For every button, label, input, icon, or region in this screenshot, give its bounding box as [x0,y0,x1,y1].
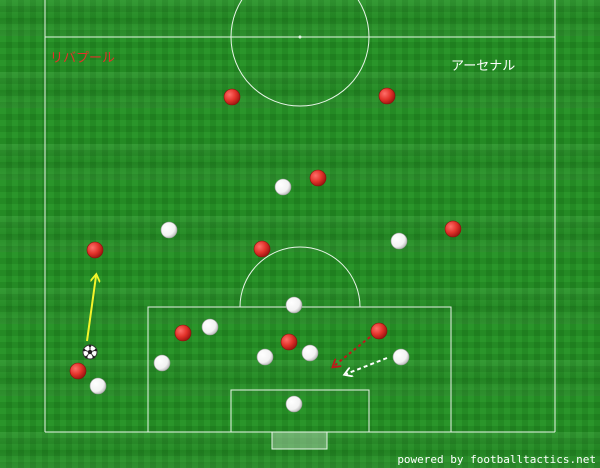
pass-arrow [346,357,388,374]
grass-stripe [0,0,600,36]
home-player[interactable] [378,87,396,105]
away-player[interactable] [256,348,274,366]
away-team-label: アーセナル [451,59,516,74]
away-player[interactable] [89,377,107,395]
credit-text: powered by footballtactics.net [397,453,596,466]
home-player[interactable] [444,220,462,238]
run-arrow [86,276,96,342]
away-player[interactable] [153,354,171,372]
grass-stripe [0,72,600,108]
home-player[interactable] [223,88,241,106]
home-player[interactable] [86,241,104,259]
home-player[interactable] [253,240,271,258]
grass-stripe [0,360,600,396]
home-player[interactable] [174,324,192,342]
away-player[interactable] [390,232,408,250]
away-player[interactable] [301,344,319,362]
home-team-label: リバプール [50,51,116,66]
away-player[interactable] [160,221,178,239]
centre-spot [298,35,302,39]
penalty-arc [239,246,361,308]
goal [271,431,328,450]
away-player[interactable] [274,178,292,196]
away-player[interactable] [285,296,303,314]
pass-arrow [334,336,371,366]
away-player[interactable] [392,348,410,366]
away-player[interactable] [201,318,219,336]
centre-circle [230,0,370,107]
away-goalkeeper[interactable] [285,395,303,413]
home-player[interactable] [69,362,87,380]
home-player[interactable] [309,169,327,187]
home-player[interactable] [370,322,388,340]
soccer-ball-icon[interactable] [82,344,98,360]
home-player[interactable] [280,333,298,351]
grass-stripe [0,144,600,180]
